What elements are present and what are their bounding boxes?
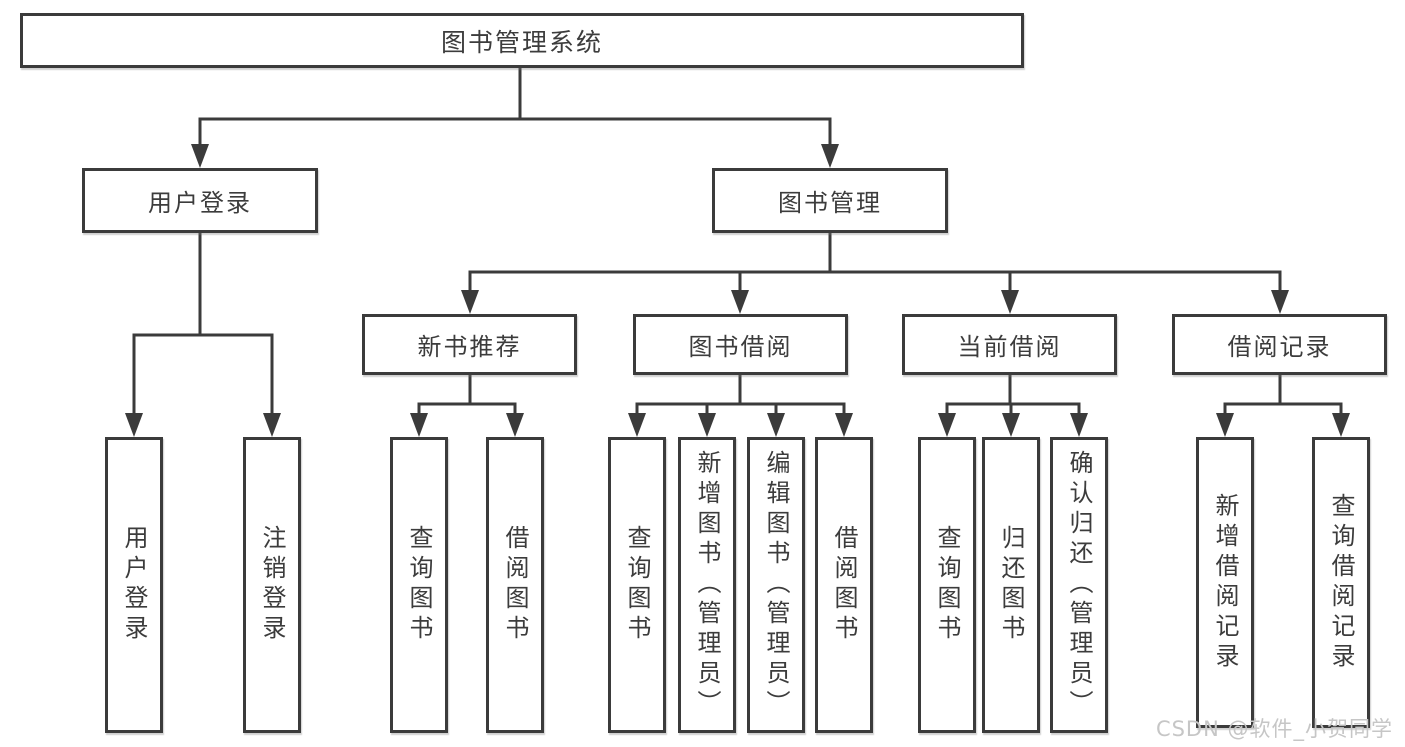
- node-label: 查询图书: [933, 525, 961, 645]
- node-label: 查询图书: [405, 525, 433, 645]
- node-label: 借阅记录: [1227, 333, 1332, 361]
- node-label: 用户登录: [120, 525, 148, 645]
- node-label: 借阅图书: [501, 525, 529, 645]
- node-label: 注销登录: [258, 525, 286, 645]
- node-library-management-system: 图书管理系统: [20, 13, 1024, 68]
- node-current-borrowing: 当前借阅: [902, 314, 1117, 375]
- node-nbr-query-books: 查询图书: [390, 437, 448, 733]
- node-cb-return-books: 归还图书: [982, 437, 1040, 733]
- node-label: 查询借阅记录: [1327, 492, 1355, 673]
- node-label: 当前借阅: [957, 333, 1062, 361]
- node-cb-confirm-return-admin: 确认归还（管理员）: [1050, 437, 1108, 733]
- node-label: 新增借阅记录: [1211, 492, 1239, 673]
- node-label: 归还图书: [997, 525, 1025, 645]
- node-borrowing-records: 借阅记录: [1172, 314, 1387, 375]
- node-label: 图书管理系统: [440, 27, 603, 57]
- node-br-add-record: 新增借阅记录: [1196, 437, 1254, 728]
- node-label: 编辑图书（管理员）: [762, 450, 790, 720]
- node-leaf-user-login: 用户登录: [105, 437, 163, 733]
- node-bb-add-books-admin: 新增图书（管理员）: [678, 437, 736, 733]
- node-nbr-borrow-books: 借阅图书: [486, 437, 544, 733]
- watermark-text: CSDN @软件_小贺同学: [1155, 717, 1393, 741]
- node-leaf-logout: 注销登录: [243, 437, 301, 733]
- node-bb-borrow-books: 借阅图书: [815, 437, 873, 733]
- node-user-login: 用户登录: [82, 168, 318, 233]
- node-label: 借阅图书: [830, 525, 858, 645]
- node-book-borrowing: 图书借阅: [633, 314, 848, 375]
- node-br-query-record: 查询借阅记录: [1312, 437, 1370, 728]
- node-cb-query-books: 查询图书: [918, 437, 976, 733]
- node-label: 图书借阅: [688, 333, 793, 361]
- node-label: 用户登录: [148, 189, 252, 217]
- node-label: 图书管理: [778, 189, 882, 217]
- node-bb-query-books: 查询图书: [608, 437, 666, 733]
- node-label: 确认归还（管理员）: [1065, 450, 1093, 720]
- node-label: 查询图书: [623, 525, 651, 645]
- node-label: 新增图书（管理员）: [693, 450, 721, 720]
- node-label: 新书推荐: [417, 333, 522, 361]
- node-new-book-recommendation: 新书推荐: [362, 314, 577, 375]
- node-book-management: 图书管理: [712, 168, 948, 233]
- node-bb-edit-books-admin: 编辑图书（管理员）: [747, 437, 805, 733]
